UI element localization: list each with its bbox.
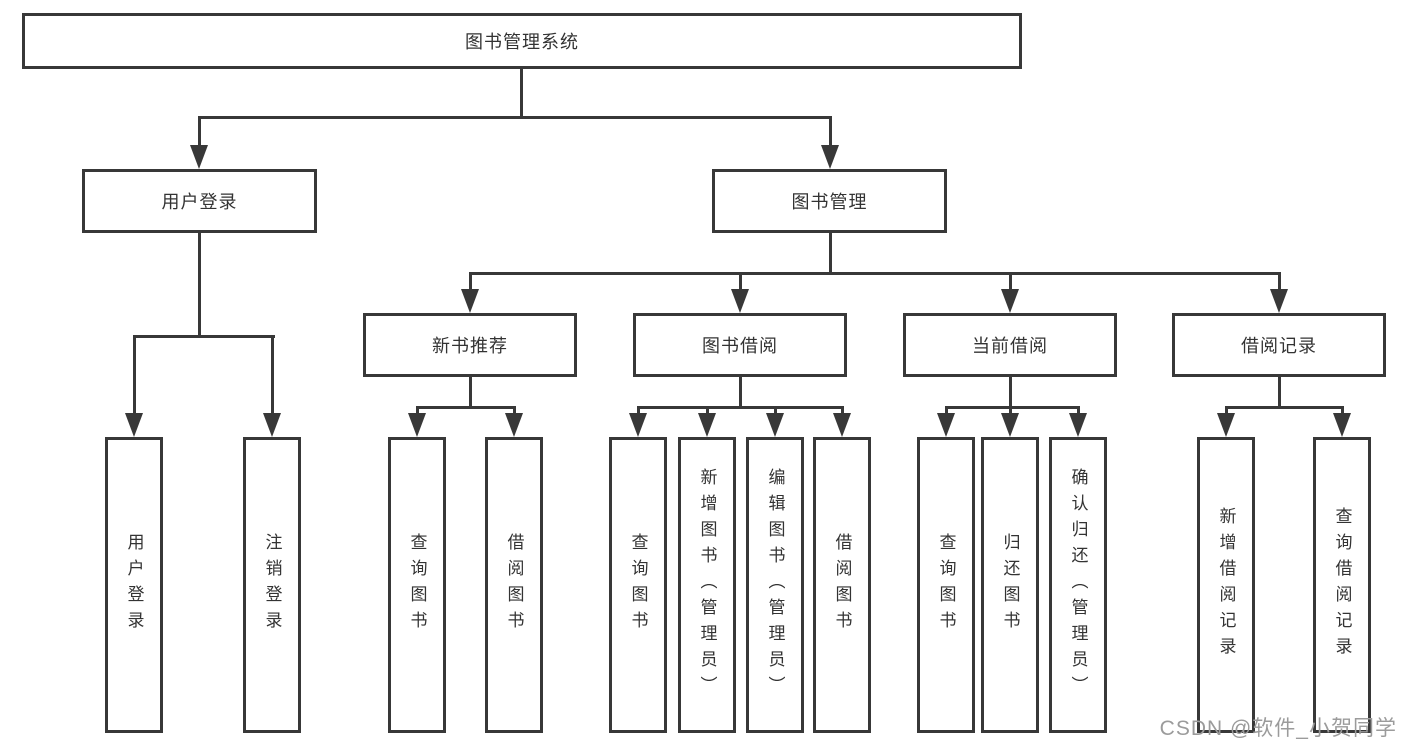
leaf-confirm-return-admin-label: 确认归还（管理员） — [1068, 468, 1088, 702]
arrow-down-icon — [629, 413, 647, 437]
leaf-user-login-label: 用户登录 — [124, 533, 144, 637]
connector-line — [636, 405, 844, 409]
arrow-down-icon — [833, 413, 851, 437]
connector-line — [1277, 377, 1281, 407]
arrow-down-icon — [937, 413, 955, 437]
leaf-query-books-current-label: 查询图书 — [936, 533, 956, 637]
connector-line — [944, 407, 948, 416]
leaf-query-borrow-record: 查询借阅记录 — [1313, 437, 1371, 733]
connector-line — [1224, 405, 1344, 409]
leaf-query-books-borrow-label: 查询图书 — [628, 533, 648, 637]
arrow-down-icon — [505, 413, 523, 437]
arrow-down-icon — [1270, 289, 1288, 313]
leaf-borrow-books: 借阅图书 — [813, 437, 871, 733]
node-book-borrow: 图书借阅 — [633, 313, 847, 377]
leaf-logout: 注销登录 — [243, 437, 301, 733]
arrow-down-icon — [821, 145, 839, 169]
arrow-down-icon — [698, 413, 716, 437]
arrow-down-icon — [263, 413, 281, 437]
connector-line — [1008, 377, 1012, 407]
node-user-login-label: 用户登录 — [161, 192, 238, 212]
leaf-return-book-label: 归还图书 — [1000, 533, 1020, 637]
node-root-label: 图书管理系统 — [465, 32, 579, 52]
leaf-borrow-books-recommend: 借阅图书 — [485, 437, 543, 733]
connector-line — [468, 377, 472, 407]
connector-line — [1008, 407, 1012, 416]
arrow-down-icon — [766, 413, 784, 437]
node-current-borrow-label: 当前借阅 — [972, 336, 1048, 356]
connector-line — [1076, 407, 1080, 416]
connector-line — [944, 405, 1080, 409]
connector-line — [512, 407, 516, 416]
connector-line — [270, 336, 274, 416]
leaf-query-borrow-record-label: 查询借阅记录 — [1332, 507, 1352, 663]
connector-line — [738, 377, 742, 407]
arrow-down-icon — [190, 145, 208, 169]
leaf-borrow-books-label: 借阅图书 — [832, 533, 852, 637]
connector-line — [1008, 273, 1012, 292]
connector-line — [773, 407, 777, 416]
connector-line — [132, 334, 275, 338]
node-borrow-records-label: 借阅记录 — [1241, 336, 1317, 356]
leaf-confirm-return-admin: 确认归还（管理员） — [1049, 437, 1107, 733]
leaf-add-borrow-record: 新增借阅记录 — [1197, 437, 1255, 733]
connector-line — [705, 407, 709, 416]
leaf-add-borrow-record-label: 新增借阅记录 — [1216, 507, 1236, 663]
connector-line — [828, 117, 832, 148]
arrow-down-icon — [1217, 413, 1235, 437]
connector-line — [1277, 273, 1281, 292]
leaf-user-login: 用户登录 — [105, 437, 163, 733]
arrow-down-icon — [1001, 289, 1019, 313]
leaf-query-books-recommend-label: 查询图书 — [407, 533, 427, 637]
connector-line — [738, 273, 742, 292]
arrow-down-icon — [1333, 413, 1351, 437]
node-new-book-recommend: 新书推荐 — [363, 313, 577, 377]
leaf-borrow-books-recommend-label: 借阅图书 — [504, 533, 524, 637]
connector-line — [468, 273, 472, 292]
connector-line — [197, 115, 832, 119]
leaf-add-book-admin-label: 新增图书（管理员） — [697, 468, 717, 702]
node-book-management-label: 图书管理 — [791, 192, 868, 212]
leaf-query-books-current: 查询图书 — [917, 437, 975, 733]
connector-line — [828, 233, 832, 274]
connector-line — [840, 407, 844, 416]
node-current-borrow: 当前借阅 — [903, 313, 1117, 377]
connector-line — [197, 117, 201, 148]
connector-line — [197, 233, 201, 336]
node-user-login: 用户登录 — [82, 169, 317, 233]
connector-line — [415, 407, 419, 416]
leaf-query-books-recommend: 查询图书 — [388, 437, 446, 733]
leaf-edit-book-admin: 编辑图书（管理员） — [746, 437, 804, 733]
node-new-book-recommend-label: 新书推荐 — [432, 336, 508, 356]
leaf-logout-label: 注销登录 — [262, 533, 282, 637]
node-borrow-records: 借阅记录 — [1172, 313, 1386, 377]
arrow-down-icon — [1069, 413, 1087, 437]
connector-line — [415, 405, 516, 409]
connector-line — [1340, 407, 1344, 416]
leaf-return-book: 归还图书 — [981, 437, 1039, 733]
node-root: 图书管理系统 — [22, 13, 1022, 69]
leaf-edit-book-admin-label: 编辑图书（管理员） — [765, 468, 785, 702]
arrow-down-icon — [461, 289, 479, 313]
leaf-query-books-borrow: 查询图书 — [609, 437, 667, 733]
connector-line — [468, 271, 1281, 275]
connector-line — [519, 69, 523, 117]
connector-line — [636, 407, 640, 416]
arrow-down-icon — [408, 413, 426, 437]
arrow-down-icon — [731, 289, 749, 313]
connector-line — [132, 336, 136, 416]
arrow-down-icon — [1001, 413, 1019, 437]
watermark-text: CSDN @软件_小贺同学 — [1159, 717, 1397, 740]
node-book-borrow-label: 图书借阅 — [702, 336, 778, 356]
node-book-management: 图书管理 — [712, 169, 947, 233]
connector-line — [1224, 407, 1228, 416]
arrow-down-icon — [125, 413, 143, 437]
leaf-add-book-admin: 新增图书（管理员） — [678, 437, 736, 733]
